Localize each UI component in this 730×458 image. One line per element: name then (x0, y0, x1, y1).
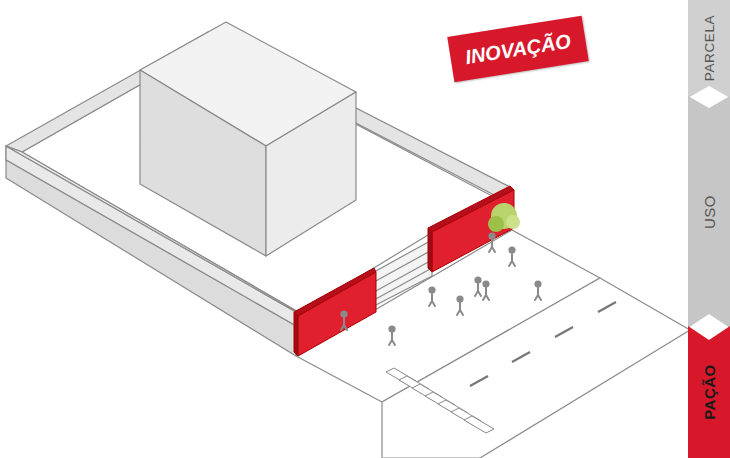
person-body (475, 283, 481, 296)
person-head (483, 281, 488, 286)
zebra-stripe (464, 416, 494, 433)
person-body (341, 317, 347, 330)
label-text: INOVAÇÃO (464, 29, 573, 68)
person-body (483, 287, 489, 300)
person-head (429, 287, 434, 292)
tab-label: PARCELA (688, 0, 730, 98)
person-head (389, 326, 394, 331)
innovation-badge: INOVAÇÃO (447, 16, 589, 83)
tab-label: PAÇÃO (688, 326, 730, 458)
tab-label: USO (688, 96, 730, 328)
person-body (509, 253, 515, 266)
label-text: PAÇÃO (701, 364, 718, 420)
person-head (535, 281, 540, 286)
label-text: PARCELA (702, 15, 717, 81)
person-head (341, 311, 346, 316)
person-head (457, 296, 462, 301)
person-body (535, 287, 541, 300)
person-body (457, 302, 463, 315)
label-text: USO (701, 195, 718, 229)
person-body (389, 332, 395, 345)
person-head (475, 277, 480, 282)
person-body (429, 293, 435, 306)
person-head (489, 233, 494, 238)
person-head (509, 247, 514, 252)
person-body (489, 239, 495, 252)
